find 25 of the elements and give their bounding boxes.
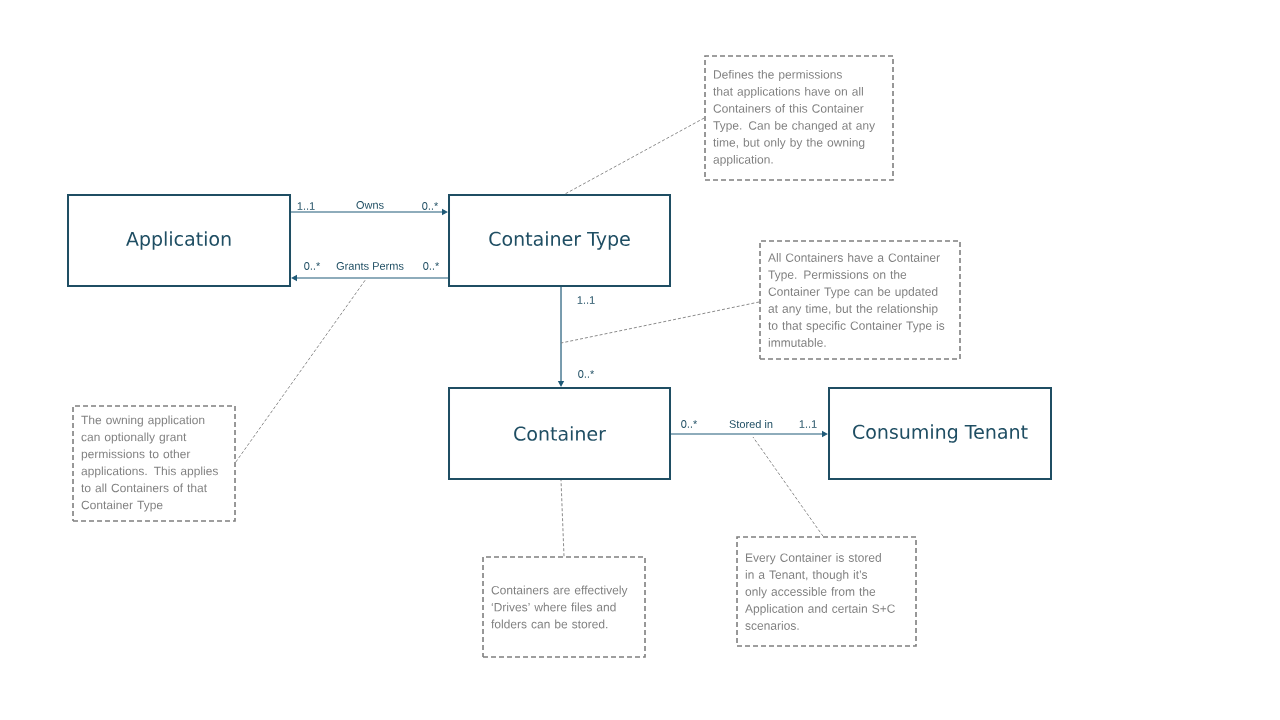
- leader-line: [752, 436, 824, 537]
- multiplicity-label: 0..*: [578, 370, 595, 378]
- multiplicity-label: 0..*: [422, 202, 439, 210]
- entity-box: Container Type: [448, 194, 671, 287]
- leader-line: [235, 278, 367, 463]
- multiplicity-label: 1..1: [297, 202, 315, 210]
- note-box: Every Container is stored in a Tenant, though it’s only accessible from the Application and certain S+C scenarios.: [736, 536, 917, 647]
- entity-box: Application: [67, 194, 291, 287]
- edge-label: Stored in: [728, 418, 774, 430]
- note-box: Containers are effectively ‘Drives’ where files and folders can be stored.: [482, 556, 646, 658]
- leader-line: [564, 117, 705, 195]
- leader-line: [560, 301, 760, 344]
- multiplicity-label: 0..*: [681, 420, 698, 428]
- note-box: The owning application can optionally grant permissions to other applications. This applies to all Containers of that Container Type: [72, 405, 236, 522]
- multiplicity-label: 1..1: [799, 420, 817, 428]
- note-box: Defines the permissions that applications have on all Containers of this Container Type. Can be changed at any time, but only by the owning application.: [704, 55, 894, 181]
- entity-box: Container: [448, 387, 671, 480]
- entity-box: Consuming Tenant: [828, 387, 1052, 480]
- multiplicity-label: 0..*: [304, 262, 321, 270]
- edge-label: Owns: [354, 200, 386, 210]
- note-box: All Containers have a Container Type. Permissions on the Container Type can be updated at any time, but the relationship to that specific Container Type is immutable.: [759, 240, 961, 360]
- leader-line: [560, 479, 565, 557]
- edge-label: Grants Perms: [335, 261, 405, 271]
- multiplicity-label: 1..1: [577, 296, 595, 304]
- multiplicity-label: 0..*: [423, 262, 440, 270]
